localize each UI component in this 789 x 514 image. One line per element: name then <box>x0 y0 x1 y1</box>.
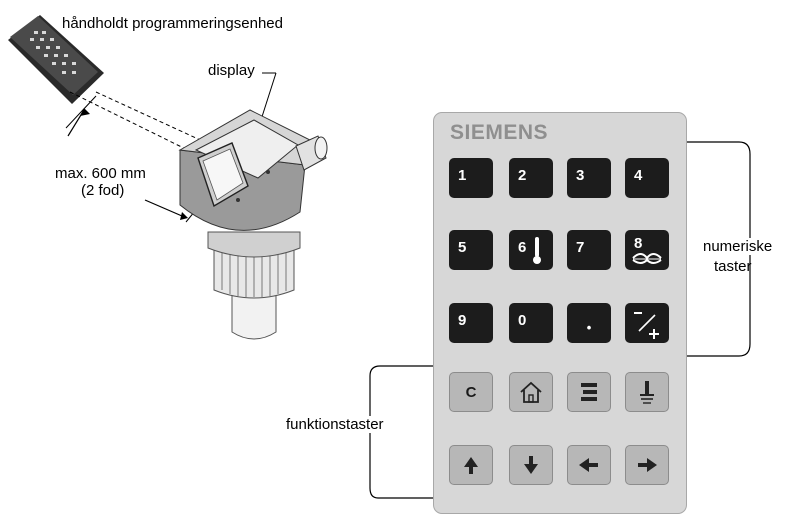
numeric-keys-label-line2: taster <box>714 258 752 275</box>
key-9-label: 9 <box>458 312 467 329</box>
key-2-label: 2 <box>518 167 527 184</box>
key-7[interactable]: 7 <box>567 230 611 270</box>
key-3-label: 3 <box>576 167 585 184</box>
key-0[interactable]: 0 <box>509 303 553 343</box>
key-mode[interactable] <box>567 372 611 412</box>
key-3[interactable]: 3 <box>567 158 611 198</box>
level-transmitter-icon <box>178 109 328 340</box>
key-8-label: 8 <box>634 235 643 252</box>
key-6[interactable]: 6 <box>509 230 553 270</box>
key-1[interactable]: 1 <box>449 158 493 198</box>
key-clear-label: C <box>465 383 477 401</box>
display-label: display <box>208 62 255 79</box>
minus-plus-icon <box>634 312 659 339</box>
brand-logo: SIEMENS <box>450 121 549 144</box>
transducer-icon <box>640 381 654 404</box>
echo-profile-icon <box>632 253 662 264</box>
key-5-label: 5 <box>458 239 467 256</box>
key-arrow-left[interactable] <box>567 445 611 485</box>
key-arrow-up[interactable] <box>449 445 493 485</box>
key-decimal[interactable]: • <box>567 303 611 343</box>
key-home[interactable] <box>509 372 553 412</box>
key-7-label: 7 <box>576 239 585 256</box>
key-2[interactable]: 2 <box>509 158 553 198</box>
numeric-keys-label-line1: numeriske <box>703 238 773 255</box>
function-keys-label: funktionstaster <box>286 416 384 433</box>
home-icon <box>520 381 542 403</box>
key-4-label: 4 <box>634 167 643 184</box>
mode-icon <box>581 383 597 401</box>
key-arrow-down[interactable] <box>509 445 553 485</box>
arrow-up-icon <box>464 457 478 474</box>
key-decimal-label: • <box>586 319 592 335</box>
key-1-label: 1 <box>458 167 467 184</box>
distance-label-line2: (2 fod) <box>81 182 125 199</box>
key-5[interactable]: 5 <box>449 230 493 270</box>
key-minus-plus[interactable] <box>625 303 669 343</box>
handheld-programmer-label: håndholdt programmeringsenhed <box>62 15 283 32</box>
key-4[interactable]: 4 <box>625 158 669 198</box>
thermometer-icon <box>533 237 541 264</box>
key-8[interactable]: 8 <box>625 230 669 270</box>
key-0-label: 0 <box>518 312 527 329</box>
key-clear[interactable]: C <box>449 372 493 412</box>
arrow-down-icon <box>524 456 538 474</box>
handheld-programmer-icon <box>8 15 104 104</box>
arrow-left-icon <box>579 458 598 472</box>
key-6-label: 6 <box>518 239 527 256</box>
key-transducer[interactable] <box>625 372 669 412</box>
key-arrow-right[interactable] <box>625 445 669 485</box>
distance-label-line1: max. 600 mm <box>55 165 146 182</box>
key-9[interactable]: 9 <box>449 303 493 343</box>
arrow-right-icon <box>638 458 657 472</box>
